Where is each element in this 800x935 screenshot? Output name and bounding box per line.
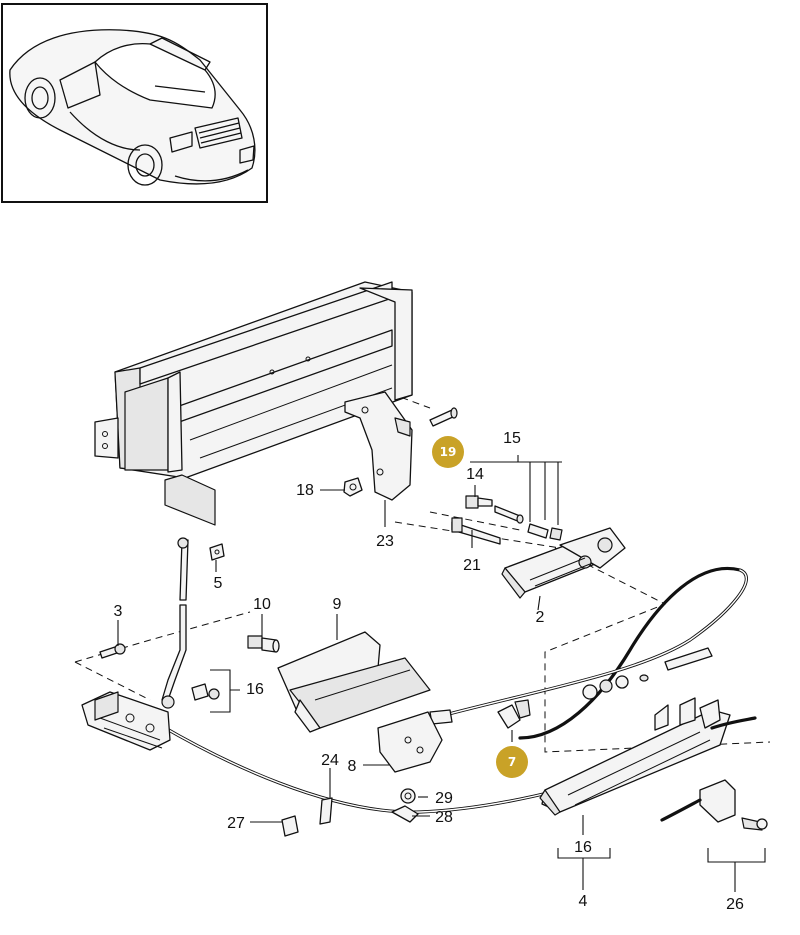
callout-15[interactable]: 15 (503, 430, 521, 447)
callout-3[interactable]: 3 (114, 603, 123, 620)
callout-26[interactable]: 24 (321, 752, 339, 769)
callout-14[interactable]: 14 (466, 466, 484, 483)
callout-28[interactable]: 28 (435, 809, 453, 826)
callout-5[interactable]: 5 (214, 575, 223, 592)
cover-9[interactable] (277, 631, 431, 733)
callout-23[interactable]: 23 (376, 533, 394, 550)
top-frame-rail[interactable] (94, 281, 413, 526)
callout-29[interactable]: 29 (435, 790, 453, 807)
cable-tie-26[interactable] (319, 797, 333, 825)
callout-19-badge[interactable] (432, 436, 464, 468)
leader-lines (117, 455, 766, 892)
convertible-car-icon (9, 29, 256, 186)
bracket-8[interactable] (377, 711, 443, 773)
sensor-24[interactable] (660, 779, 768, 831)
callout-2[interactable]: 2 (536, 609, 545, 626)
bracket-23[interactable] (344, 391, 413, 501)
screw-19[interactable] (429, 407, 458, 427)
callout-4[interactable]: 4 (579, 893, 588, 910)
handle-bracket[interactable] (81, 691, 171, 751)
bolt-14[interactable] (465, 495, 493, 509)
clip-27[interactable] (281, 815, 299, 837)
nut-washer-set[interactable] (582, 674, 649, 700)
lever-rod-16[interactable] (161, 537, 189, 709)
callout-16-left[interactable]: 16 (246, 681, 264, 698)
drive-housing-4[interactable] (539, 697, 757, 816)
callout-10[interactable]: 10 (253, 596, 271, 613)
clip-set-16[interactable] (191, 683, 220, 701)
callout-19-text: 19 (440, 445, 457, 459)
clip-5[interactable] (209, 543, 225, 561)
clip-7[interactable] (497, 699, 531, 729)
callout-21[interactable]: 21 (463, 557, 481, 574)
screw-3[interactable] (99, 643, 126, 659)
callout-7-text: 7 (508, 755, 516, 769)
callout-18[interactable]: 18 (296, 482, 314, 499)
callout-7-badge[interactable] (496, 746, 528, 778)
spindle-set-15[interactable] (494, 505, 563, 541)
pin-21[interactable] (451, 517, 501, 545)
clip-28[interactable] (391, 805, 419, 823)
callout-16-right[interactable]: 16 (574, 839, 592, 856)
bolt-10[interactable] (247, 635, 280, 653)
drive-motor-2[interactable] (501, 527, 626, 599)
callout-9[interactable]: 9 (333, 596, 342, 613)
nut-18[interactable] (343, 477, 363, 497)
callout-labels: 19 7 15 14 18 23 21 2 5 3 10 9 16 8 24 2… (114, 430, 744, 913)
callout-27[interactable]: 27 (227, 815, 245, 832)
callout-24[interactable]: 26 (726, 896, 744, 913)
nut-29[interactable] (400, 788, 416, 804)
callout-8[interactable]: 8 (348, 758, 357, 775)
vehicle-thumbnail[interactable] (1, 3, 268, 203)
